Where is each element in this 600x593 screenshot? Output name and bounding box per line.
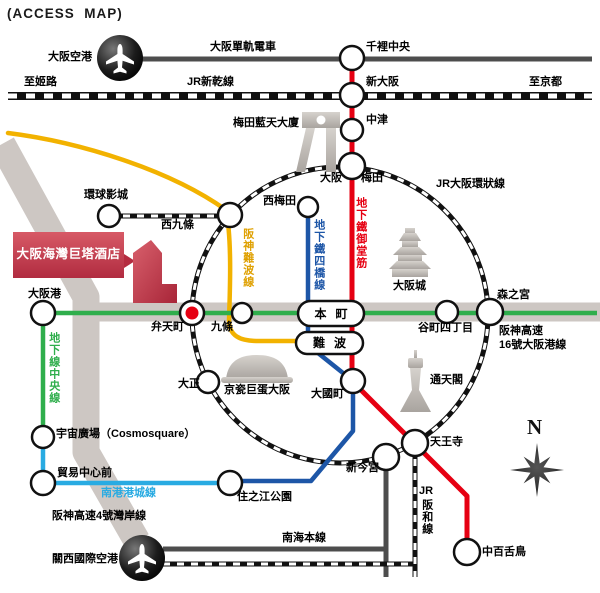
label-universal-city: 環球影城 [84,189,128,201]
label-hotel: 大阪海灣巨塔酒店 [16,247,121,262]
hotel-callout [13,232,177,303]
station-hommachi [296,299,366,328]
label-hommachi: 本町 [314,306,357,321]
station-cosmosquare [30,424,56,450]
station-osakako [29,299,57,327]
station-kujo [230,301,254,325]
station-nakamozu [452,537,482,567]
station-nakatsu [339,117,365,143]
label-osaka-airport: 大阪空港 [48,51,92,63]
station-namba [294,330,365,356]
label-daikokucho: 大國町 [311,388,344,400]
label-morinomiya: 森之宮 [497,289,530,301]
label-namba: 難波 [312,335,355,350]
label-shin-imamiya: 新今宮 [346,462,379,474]
hotel-building-icon [133,240,177,303]
label-expressway4: 阪神高速4號灣岸線 [52,510,147,522]
station-suminoe-koen [216,469,244,497]
compass-rose-icon [510,443,564,497]
label-kujo: 九條 [211,321,233,333]
label-nishikujo: 西九條 [161,219,194,231]
label-nakamozu: 中百舌鳥 [482,546,526,558]
label-shinkansen-line: JR新乾線 [187,76,235,88]
hotel-pointer [124,254,135,268]
station-senri-chuo [338,44,366,72]
label-nankai-main-line: 南海本線 [282,532,326,544]
label-taisho: 大正 [178,378,200,390]
station-tennoji [400,428,430,458]
label-jr-hanwa-prefix: JR [419,485,434,497]
kyocera-dome-icon [221,355,293,383]
hotel-label-box [13,232,124,278]
compass-north-label: N [527,415,543,439]
tsutenkaku-icon [400,350,431,412]
station-osaka-umeda [337,151,367,181]
label-umeda-station: 梅田 [361,172,383,184]
stations-layer [29,44,505,567]
station-universal-city [96,203,122,229]
station-shin-osaka [338,81,366,109]
label-chuo-line: 地下線中央線 [47,332,60,404]
station-morinomiya [475,297,505,327]
label-tennoji: 天王寺 [430,436,463,448]
station-tanimachi4 [434,299,460,325]
label-jr-loop-line: JR大阪環狀線 [436,178,506,190]
label-to-himeji: 至姬路 [24,76,57,88]
label-hanshin-namba-line: 阪神難波線 [241,228,254,288]
kansai-airport-icon [119,535,165,581]
label-yotsubashi-line: 地下鐵四橋線 [312,219,325,291]
expressway-4-bayshore-band [0,137,149,548]
station-trade-center [29,469,57,497]
label-tanimachi4: 谷町四丁目 [418,322,473,334]
osaka-castle-icon [389,228,431,277]
osaka-airport-icon [97,35,143,81]
station-nishikujo [216,201,244,229]
label-tsutenkaku: 通天閣 [430,374,463,386]
line-nankai-main [163,455,389,577]
bentencho-highlight-dot [185,306,199,320]
label-monorail-line: 大阪單軌電車 [210,41,276,53]
label-osaka-station: 大阪 [320,172,342,184]
label-cosmosquare: 宇宙廣場（Cosmosquare） [56,428,196,440]
label-nakatsu: 中津 [366,114,388,126]
label-osaka-castle: 大阪城 [393,280,426,292]
label-jr-hanwa-suffix: 阪和線 [420,498,433,535]
label-senri-chuo: 千裡中央 [366,41,410,53]
label-bentencho: 弁天町 [151,321,184,333]
station-taisho [195,369,221,395]
umeda-sky-building-icon [296,112,340,172]
label-osakako: 大阪港 [28,288,61,300]
label-expressway16: 阪神高速 16號大阪港線 [499,325,567,351]
label-nishi-umeda: 西梅田 [263,195,296,207]
label-midosuji-line: 地下鐵御堂筋 [354,197,367,269]
label-trade-center: 貿易中心前 [57,467,112,479]
label-jr-hanwa-line: JR 阪和線 [419,485,433,535]
label-to-kyoto: 至京都 [529,76,562,88]
label-suminoe-koen: 住之江公園 [237,491,292,503]
label-nanko-port-town-line: 南港港城線 [101,487,156,499]
station-daikokucho [339,367,367,395]
label-umeda-sky-building: 梅田藍天大廈 [233,117,299,129]
station-shin-imamiya [371,442,401,472]
station-nishi-umeda [296,195,320,219]
label-kansai-airport: 關西國際空港 [52,553,118,565]
label-shin-osaka: 新大阪 [366,76,399,88]
page-title: (ACCESS MAP) [7,6,123,21]
label-kyocera-dome: 京瓷巨蛋大阪 [224,384,290,396]
